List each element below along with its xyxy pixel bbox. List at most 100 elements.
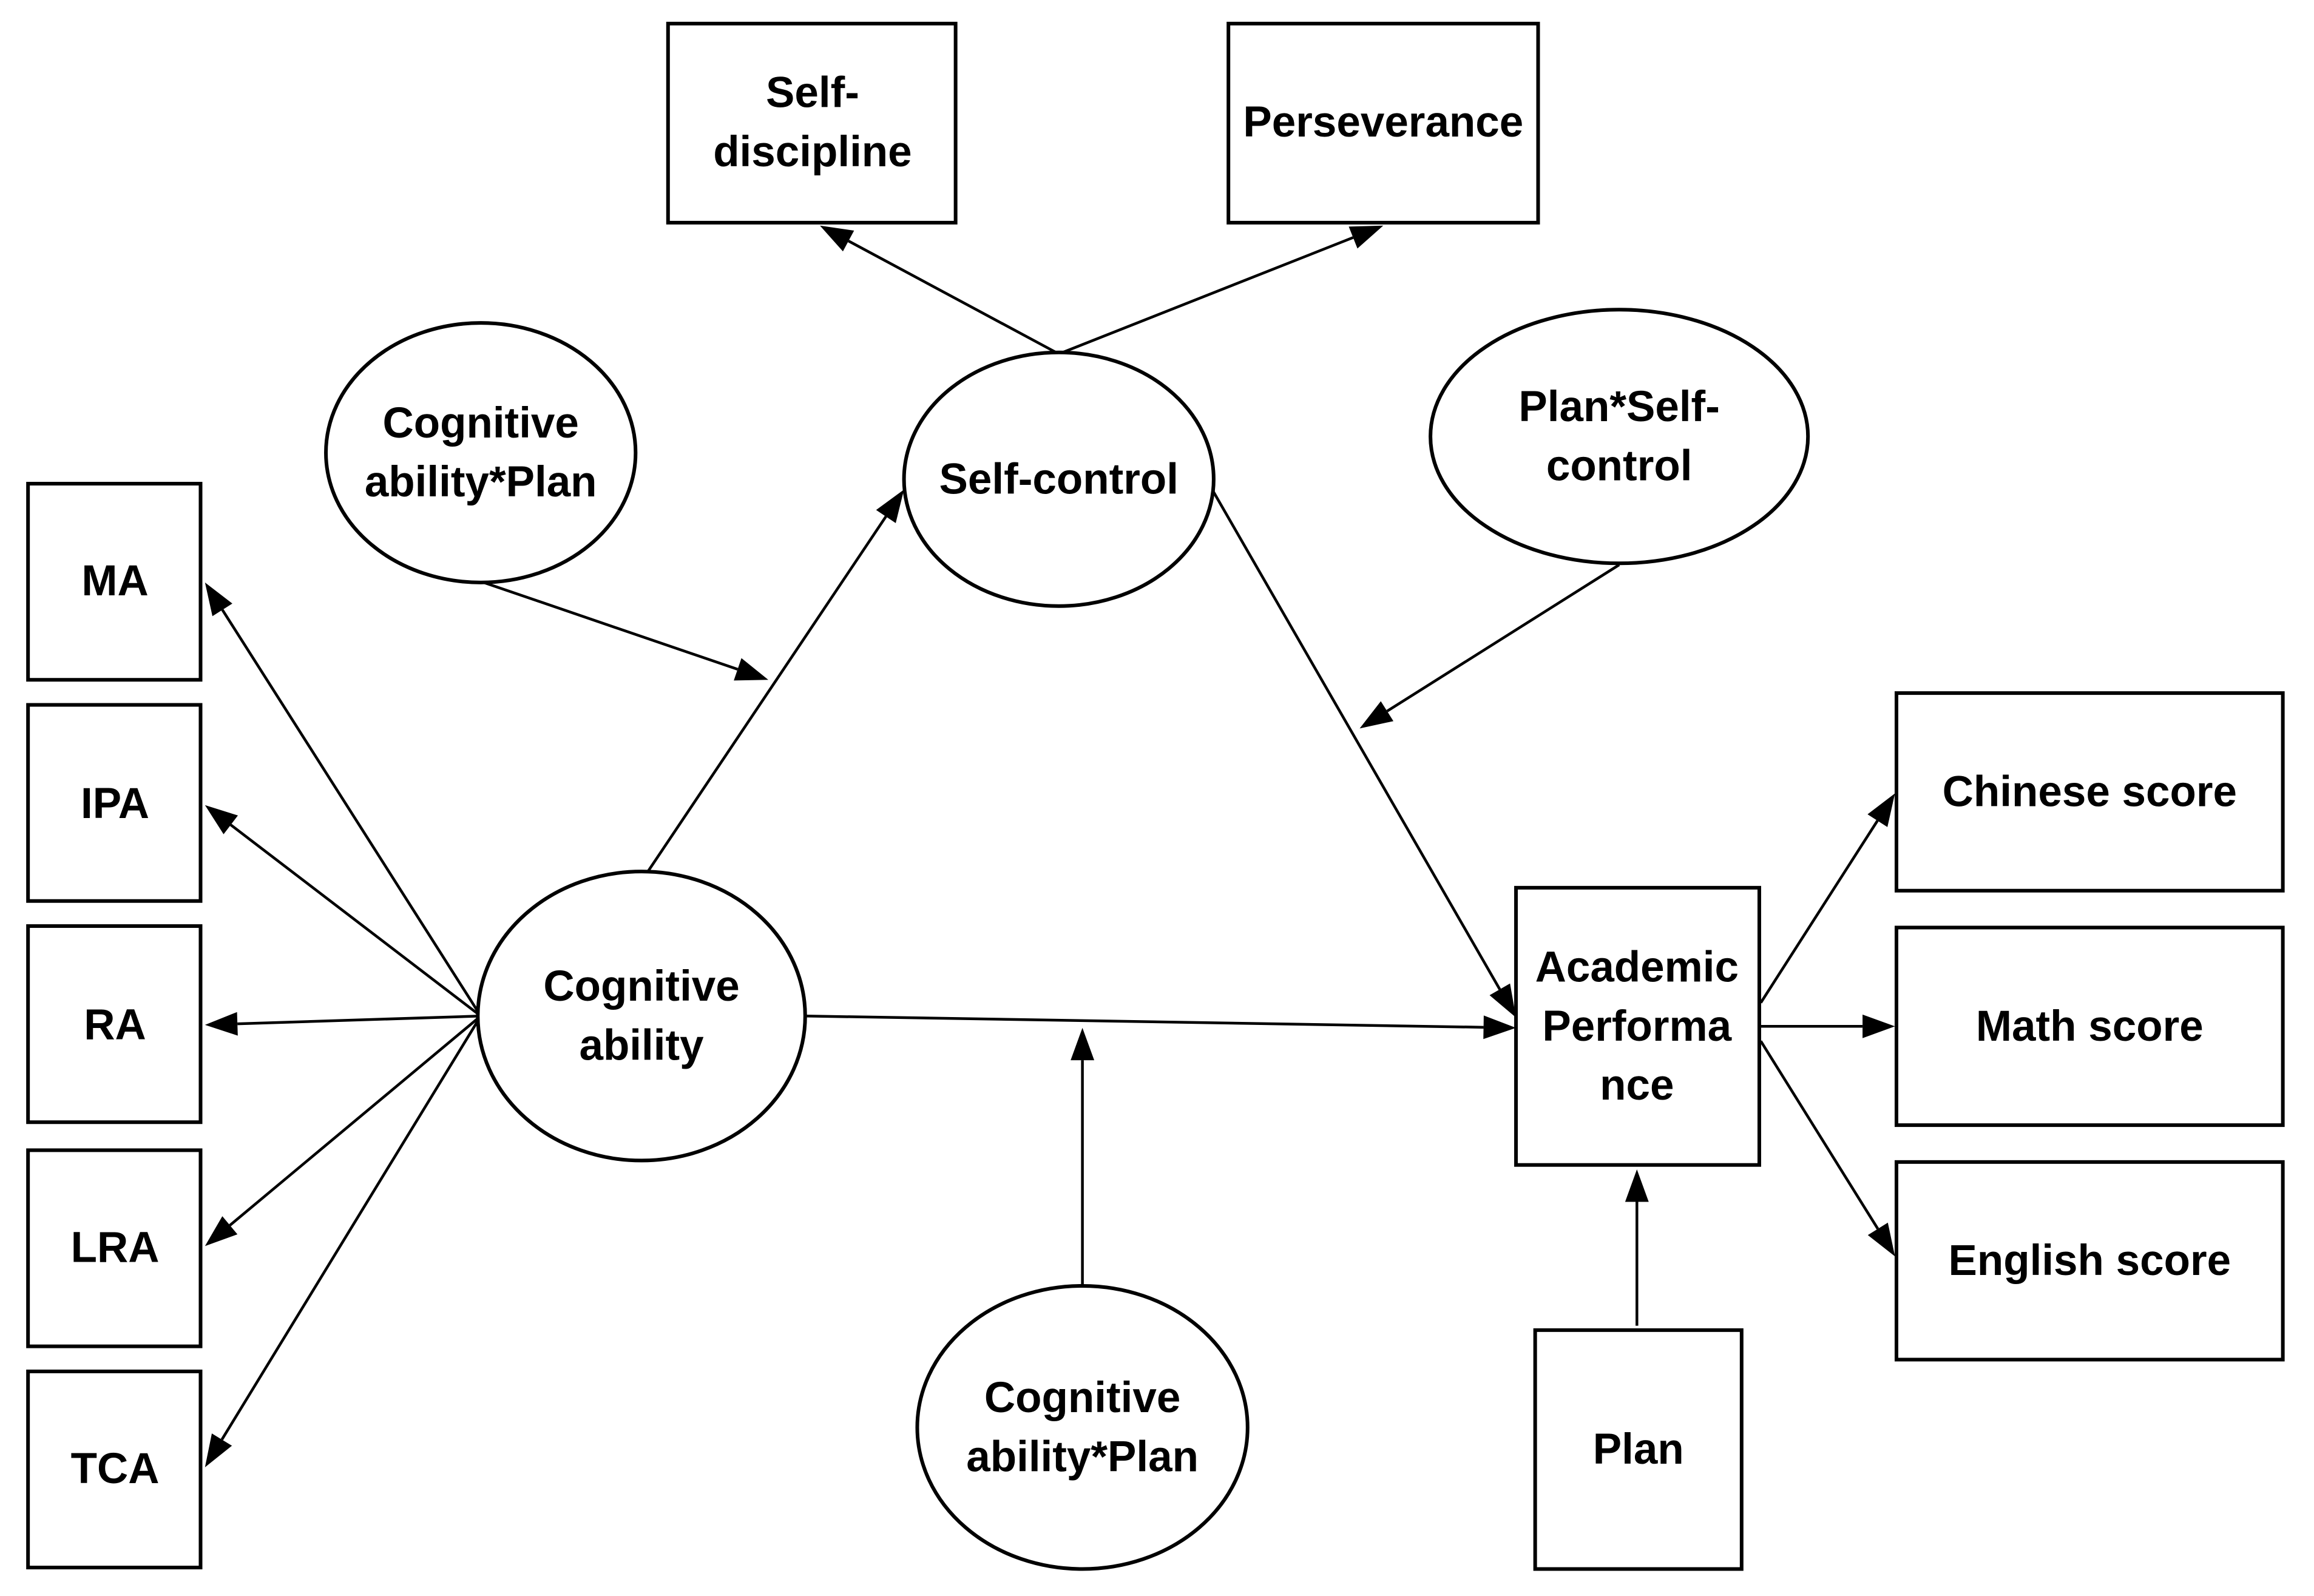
arrow-cognitive-ability-to-ipa — [205, 805, 482, 1018]
arrowhead-icon — [205, 1012, 238, 1036]
academic-performance-box — [1514, 885, 1761, 1167]
arrowhead-icon — [1867, 1222, 1895, 1257]
math-score-label-line-1: Math score — [1976, 1003, 2204, 1050]
edge-line — [1759, 820, 1879, 1004]
node-math-score: Math score — [1894, 925, 2285, 1128]
plan-label-line-1: Plan — [1593, 1425, 1684, 1473]
arrowhead-icon — [205, 805, 239, 834]
perseverance-box — [1226, 21, 1540, 225]
arrow-cognitive-ability-to-academic-performance — [805, 1015, 1517, 1040]
arrow-self-control-to-self-discipline — [820, 225, 1060, 356]
node-ra: RA — [26, 924, 203, 1124]
self-discipline-box — [666, 21, 958, 225]
self-control-label-line-1: Self-control — [939, 455, 1179, 503]
perseverance-label-line-1: Perseverance — [1243, 98, 1523, 146]
arrowhead-icon — [1867, 793, 1895, 827]
ipa-box — [26, 703, 203, 903]
edge-line — [1386, 563, 1620, 712]
self-discipline-label-line-1: Self- — [766, 69, 859, 117]
plan-self-control-ellipse — [1429, 308, 1810, 566]
node-tca: TCA — [26, 1369, 203, 1570]
cognitive-ability-plan-top-label-line-2: ability*Plan — [365, 458, 597, 506]
edge-line — [805, 1015, 1484, 1029]
edge-line — [641, 515, 887, 880]
tca-label-line-1: TCA — [71, 1445, 160, 1493]
cognitive-ability-plan-top-label-line-1: Cognitive — [382, 399, 578, 447]
plan-self-control-label-line-1: Plan*Self- — [1518, 383, 1719, 431]
academic-performance-label-line-1: Academic — [1535, 944, 1739, 992]
arrow-academic-performance-to-math-score — [1761, 1014, 1895, 1038]
arrow-cognitive-ability-plan-top-to-path-cognitive-ability-self-control — [483, 581, 769, 681]
lra-label-line-1: LRA — [71, 1223, 160, 1271]
edge-line — [1759, 1040, 1879, 1230]
ipa-label-line-1: IPA — [81, 780, 149, 828]
ma-label-line-1: MA — [81, 557, 148, 605]
arrow-cognitive-ability-to-self-control — [641, 489, 904, 880]
self-control-ellipse — [902, 350, 1216, 608]
arrowhead-icon — [1489, 983, 1517, 1018]
arrowhead-icon — [1483, 1015, 1517, 1040]
node-chinese-score: Chinese score — [1894, 691, 2285, 893]
arrowhead-icon — [1862, 1014, 1895, 1038]
arrowhead-icon — [205, 1216, 238, 1246]
cognitive-ability-ellipse — [476, 870, 807, 1163]
arrowhead-icon — [734, 658, 769, 681]
arrowhead-icon — [1071, 1027, 1095, 1061]
cognitive-ability-label-line-1: Cognitive — [543, 962, 739, 1010]
edge-line — [483, 581, 739, 671]
edge-line — [229, 1015, 482, 1226]
arrowhead-icon — [1359, 701, 1394, 729]
arrow-self-control-to-perseverance — [1058, 225, 1384, 356]
cognitive-ability-plan-bottom-ellipse — [915, 1283, 1250, 1571]
edge-line — [237, 1015, 481, 1026]
cognitive-ability-plan-bottom-label-line-1: Cognitive — [984, 1374, 1180, 1422]
arrowhead-icon — [820, 225, 854, 252]
arrow-academic-performance-to-english-score — [1759, 1040, 1895, 1257]
arrowhead-icon — [1348, 225, 1384, 249]
edge-line — [229, 823, 482, 1018]
node-ipa: IPA — [26, 703, 203, 903]
node-cognitive-ability-plan-bottom: Cognitive ability*Plan — [915, 1283, 1250, 1571]
edge-line — [1058, 236, 1354, 356]
cognitive-ability-plan-bottom-label-line-2: ability*Plan — [966, 1433, 1199, 1481]
arrow-cognitive-ability-plan-bottom-to-path-cognitive-ability-academic-performance — [1071, 1027, 1095, 1288]
arrow-plan-to-academic-performance — [1625, 1169, 1649, 1326]
cognitive-ability-plan-top-ellipse — [324, 321, 638, 584]
plan-self-control-label-line-2: control — [1546, 442, 1693, 490]
chinese-score-box — [1894, 691, 2285, 893]
node-perseverance: Perseverance — [1226, 21, 1540, 225]
arrowhead-icon — [205, 1433, 232, 1467]
diagram-edges — [205, 225, 1895, 1467]
node-ma: MA — [26, 482, 203, 682]
diagram-nodes: Self-disciplinePerseveranceCognitiveabil… — [26, 21, 2285, 1571]
node-self-discipline: Self-discipline — [666, 21, 958, 225]
english-score-box — [1894, 1160, 2285, 1362]
node-plan: Plan — [1533, 1328, 1744, 1571]
chinese-score-label-line-1: Chinese score — [1943, 768, 2237, 816]
lra-box — [26, 1148, 203, 1348]
math-score-box — [1894, 925, 2285, 1128]
ma-box — [26, 482, 203, 682]
plan-box — [1533, 1328, 1744, 1571]
arrowhead-icon — [1625, 1169, 1649, 1202]
arrow-self-control-to-academic-performance — [1211, 489, 1517, 1018]
english-score-label-line-1: English score — [1949, 1237, 2231, 1285]
tca-box — [26, 1369, 203, 1570]
arrow-cognitive-ability-to-ra — [205, 1012, 481, 1036]
self-discipline-label-line-2: discipline — [713, 128, 912, 176]
ra-box — [26, 924, 203, 1124]
node-cognitive-ability-plan-top: Cognitive ability*Plan — [324, 321, 638, 584]
node-lra: LRA — [26, 1148, 203, 1348]
academic-performance-label-line-2: Performa — [1542, 1003, 1731, 1050]
node-plan-self-control: Plan*Self-control — [1429, 308, 1810, 566]
arrowhead-icon — [205, 582, 232, 617]
arrow-academic-performance-to-chinese-score — [1759, 793, 1895, 1004]
arrow-cognitive-ability-to-tca — [205, 1015, 482, 1467]
edge-line — [220, 1015, 482, 1441]
node-english-score: English score — [1894, 1160, 2285, 1362]
node-self-control: Self-control — [902, 350, 1216, 608]
arrow-cognitive-ability-to-lra — [205, 1015, 482, 1246]
